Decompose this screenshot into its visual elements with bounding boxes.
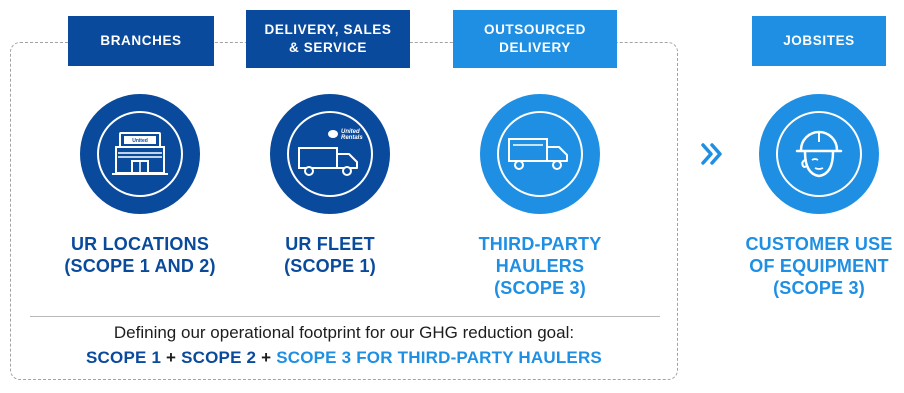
ur-locations-line2: (SCOPE 1 AND 2) bbox=[64, 256, 216, 276]
footer-scope1: SCOPE 1 bbox=[86, 348, 162, 367]
third-party-haulers-circle bbox=[480, 94, 600, 214]
ur-locations-circle: United bbox=[80, 94, 200, 214]
header-outsourced-line1: OUTSOURCED bbox=[483, 22, 586, 37]
ur-fleet-label: UR FLEET (SCOPE 1) bbox=[250, 233, 410, 277]
customer-use-line2: OF EQUIPMENT bbox=[749, 256, 889, 276]
header-outsourced-delivery: OUTSOURCED DELIVERY bbox=[453, 10, 617, 68]
footer-plus-2: + bbox=[256, 348, 277, 367]
third-party-haulers-label: THIRD-PARTY HAULERS (SCOPE 3) bbox=[455, 233, 625, 299]
ur-locations-line1: UR LOCATIONS bbox=[70, 234, 210, 254]
footer-scope3: SCOPE 3 FOR THIRD-PARTY HAULERS bbox=[276, 348, 602, 367]
ur-locations-label: UR LOCATIONS (SCOPE 1 AND 2) bbox=[40, 233, 240, 277]
footer-scope-summary: SCOPE 1 + SCOPE 2 + SCOPE 3 FOR THIRD-PA… bbox=[10, 348, 678, 368]
header-delivery-line2: & SERVICE bbox=[289, 40, 367, 55]
third-party-line3: (SCOPE 3) bbox=[494, 278, 586, 298]
branded-truck-icon: United Rentals bbox=[298, 129, 363, 176]
footer-divider bbox=[30, 316, 660, 317]
ur-fleet-line1: UR FLEET bbox=[285, 234, 375, 254]
customer-use-circle bbox=[759, 94, 879, 214]
customer-use-line3: (SCOPE 3) bbox=[773, 278, 865, 298]
header-jobsites-label: JOBSITES bbox=[783, 33, 855, 48]
worker-hardhat-icon bbox=[795, 130, 843, 178]
third-party-line2: HAULERS bbox=[495, 256, 585, 276]
customer-use-label: CUSTOMER USE OF EQUIPMENT (SCOPE 3) bbox=[734, 233, 904, 299]
logo-text-truck-2: Rentals bbox=[341, 135, 363, 141]
header-jobsites: JOBSITES bbox=[752, 16, 886, 66]
double-chevron-right-icon bbox=[701, 143, 722, 165]
logo-text-truck-1: United bbox=[341, 129, 360, 135]
ur-fleet-circle: United Rentals bbox=[270, 94, 390, 214]
header-branches: BRANCHES bbox=[68, 16, 214, 66]
header-delivery-sales-service: DELIVERY, SALES & SERVICE bbox=[246, 10, 410, 68]
building-icon: United bbox=[112, 132, 168, 175]
header-delivery-line1: DELIVERY, SALES bbox=[264, 22, 392, 37]
customer-use-line1: CUSTOMER USE bbox=[745, 234, 893, 254]
third-party-line1: THIRD-PARTY bbox=[478, 234, 602, 254]
footer-description: Defining our operational footprint for o… bbox=[113, 323, 575, 342]
ur-fleet-line2: (SCOPE 1) bbox=[284, 256, 376, 276]
footer-plus-1: + bbox=[161, 348, 182, 367]
truck-icon bbox=[508, 138, 568, 170]
header-outsourced-line2: DELIVERY bbox=[499, 40, 571, 55]
logo-text-building: United bbox=[132, 138, 148, 144]
footer-scope2: SCOPE 2 bbox=[181, 348, 257, 367]
header-branches-label: BRANCHES bbox=[100, 33, 182, 48]
